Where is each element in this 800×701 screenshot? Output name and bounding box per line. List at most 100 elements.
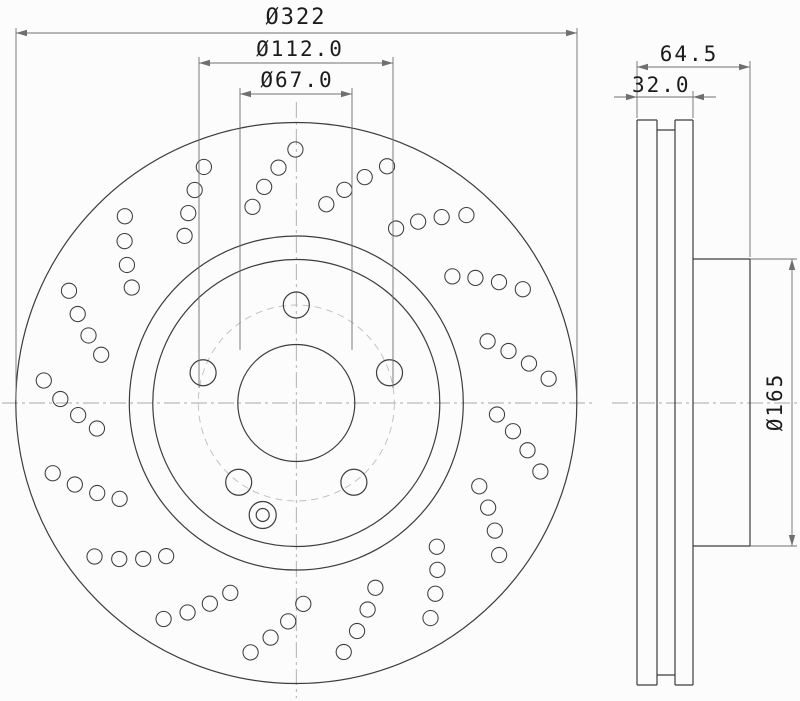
- dim-label-outer-diameter: Ø322: [265, 5, 327, 30]
- drilled-hole: [514, 281, 531, 298]
- dim-label-hat-diameter: Ø165: [763, 372, 787, 432]
- dimension-arrow: [382, 59, 393, 67]
- drilled-hole: [256, 178, 273, 196]
- dimension-arrow: [341, 90, 352, 98]
- dimension-arrow: [788, 259, 796, 270]
- front-view: [15, 121, 578, 685]
- side-view: [636, 119, 751, 686]
- drilled-hole: [444, 268, 461, 285]
- drilled-hole: [335, 643, 352, 661]
- drilled-hole: [270, 159, 287, 176]
- drilled-hole: [186, 181, 203, 199]
- drilled-hole: [244, 198, 261, 215]
- drilled-hole: [359, 601, 376, 618]
- drilled-hole: [60, 282, 78, 299]
- drilled-hole: [491, 546, 508, 564]
- drilled-hole: [93, 346, 110, 363]
- drilled-hole: [86, 548, 103, 565]
- drilled-hole: [180, 204, 197, 222]
- drilled-hole: [480, 499, 497, 516]
- drilled-hole: [336, 181, 353, 198]
- drilled-hole: [467, 269, 484, 287]
- friction-band-inner-circle: [128, 235, 464, 571]
- drilled-hole: [118, 256, 136, 274]
- drilled-hole: [348, 622, 366, 640]
- hat-circle: [152, 258, 441, 548]
- pin-hole-outer: [248, 500, 277, 530]
- drilled-hole: [500, 342, 517, 360]
- drilled-hole: [80, 327, 97, 344]
- dimension-arrow: [626, 93, 637, 101]
- drilled-hole: [356, 169, 373, 186]
- drilled-hole: [504, 423, 522, 440]
- dim-label-disc-thickness: 32.0: [632, 73, 691, 97]
- drilled-hole: [111, 490, 128, 507]
- dim-hat-diameter: [788, 259, 796, 546]
- drilled-hole: [428, 538, 445, 555]
- centerlines: [2, 102, 798, 698]
- dim-bolt-circle: [199, 59, 393, 67]
- drilled-hole: [158, 548, 175, 565]
- dimension-arrow: [16, 29, 27, 37]
- drilled-hole: [116, 208, 133, 225]
- drilled-hole: [520, 355, 538, 372]
- center-bore-circle: [237, 343, 356, 463]
- drilled-hole: [429, 561, 446, 578]
- dim-label-bolt-circle-diameter: Ø112.0: [256, 37, 344, 61]
- drilled-hole: [179, 604, 196, 621]
- dimension-arrow: [240, 90, 251, 98]
- pin-hole-inner: [255, 507, 270, 523]
- drilled-hole: [222, 584, 239, 601]
- bolt-pitch-circle: [197, 304, 395, 502]
- drilled-hole: [66, 476, 83, 493]
- drilled-hole: [488, 406, 506, 423]
- drilled-hole: [295, 595, 312, 613]
- drilled-hole: [70, 406, 87, 424]
- drilled-holes: [35, 141, 557, 661]
- drilled-hole: [378, 158, 396, 175]
- extension-lines: [15, 28, 797, 547]
- drilled-hole: [195, 158, 213, 176]
- dim-center-bore: [240, 90, 352, 98]
- bolt-hole: [282, 291, 310, 319]
- dim-outer-diameter: [16, 29, 577, 37]
- dimension-lines: [16, 29, 796, 546]
- drilled-hole: [486, 522, 503, 539]
- drilled-hole: [69, 305, 86, 323]
- drilled-hole: [262, 629, 279, 646]
- drilled-hole: [471, 478, 488, 495]
- drilled-hole: [201, 595, 218, 612]
- drilled-hole: [532, 463, 549, 480]
- drilled-hole: [176, 227, 193, 245]
- bolt-hole: [340, 468, 368, 496]
- drilled-hole: [88, 420, 106, 437]
- drilled-hole: [367, 579, 384, 596]
- dimension-arrow: [693, 93, 704, 101]
- drilled-hole: [519, 442, 536, 459]
- drilled-hole: [387, 220, 405, 237]
- drilled-hole: [52, 390, 69, 408]
- dim-label-center-bore-diameter: Ø67.0: [260, 68, 334, 92]
- drilled-hole: [155, 610, 172, 628]
- outer-circle: [15, 121, 578, 685]
- dimension-arrow: [788, 535, 796, 546]
- drilled-hole: [490, 274, 508, 291]
- dim-thickness: [614, 93, 716, 101]
- drilled-hole: [242, 644, 259, 661]
- dimension-arrow: [199, 59, 210, 67]
- drilled-hole: [422, 609, 439, 627]
- dimension-arrow: [637, 63, 648, 71]
- drilled-hole: [116, 232, 133, 250]
- drilled-hole: [89, 484, 106, 502]
- dimension-arrow: [739, 63, 750, 71]
- drilled-hole: [35, 372, 52, 389]
- dim-total-height: [637, 63, 750, 71]
- drilled-hole: [318, 196, 335, 213]
- drilled-hole: [123, 279, 140, 296]
- drilled-hole: [458, 206, 475, 224]
- drilled-hole: [280, 613, 297, 630]
- dimension-arrow: [566, 29, 577, 37]
- drilled-hole: [135, 550, 152, 568]
